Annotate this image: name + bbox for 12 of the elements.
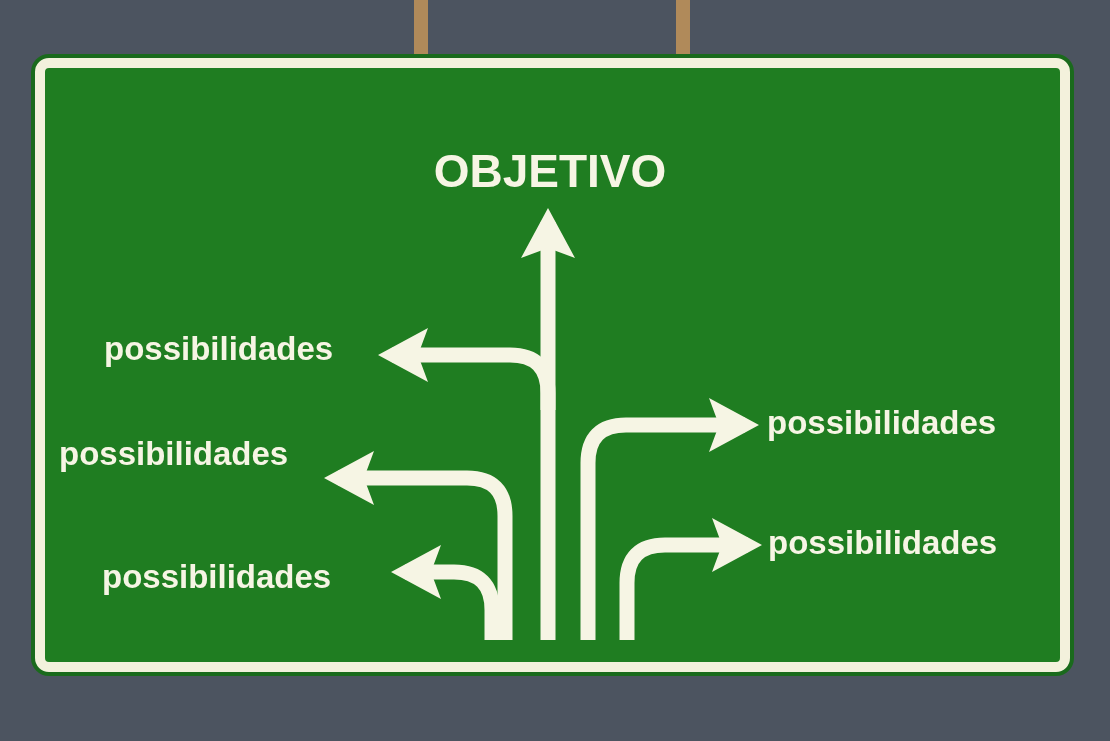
option-label: possibilidades <box>767 404 997 442</box>
arrow <box>521 208 575 640</box>
option-label: possibilidades <box>104 330 334 368</box>
option-label: possibilidades <box>102 558 332 596</box>
option-label: possibilidades <box>59 435 289 473</box>
arrow <box>391 545 500 640</box>
arrow <box>378 328 556 410</box>
arrow <box>324 451 513 640</box>
option-label: possibilidades <box>768 524 998 562</box>
goal-label: OBJETIVO <box>433 144 667 198</box>
arrow <box>619 518 762 640</box>
arrow <box>580 398 759 640</box>
